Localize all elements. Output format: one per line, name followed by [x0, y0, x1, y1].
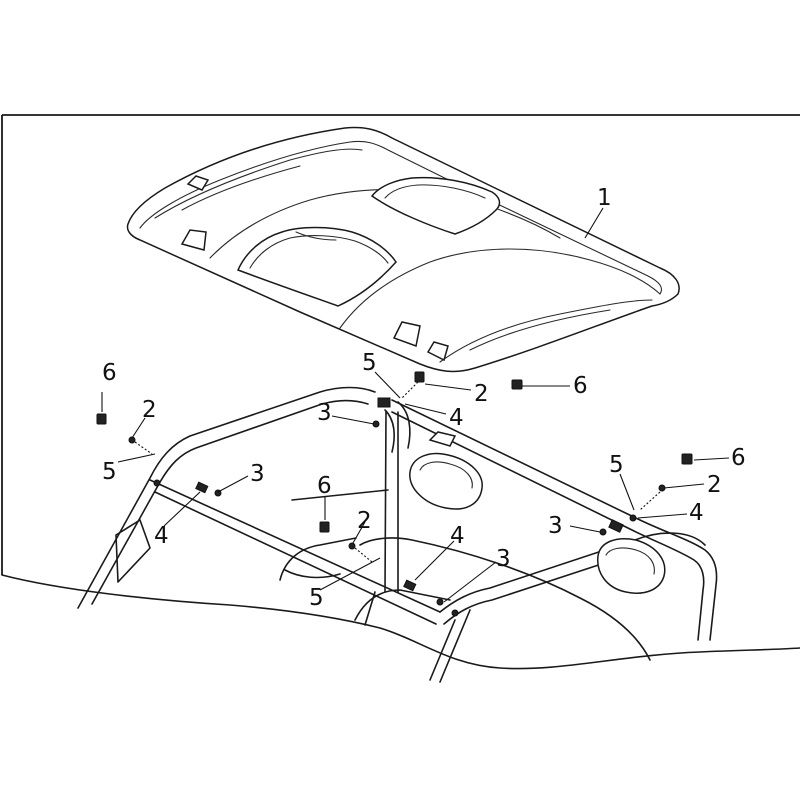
callout-3-right: 3 — [548, 513, 563, 539]
diagram-frame — [1, 114, 800, 670]
callout-roof-1: 1 — [597, 185, 612, 211]
hardware-parts — [96, 371, 693, 563]
callout-3-center: 3 — [496, 546, 511, 572]
callout-4-center: 4 — [450, 523, 465, 549]
callout-6-center: 6 — [317, 473, 332, 499]
callout-4-left: 4 — [154, 523, 169, 549]
callout-3-left: 3 — [250, 461, 265, 487]
callout-6-top: 6 — [573, 373, 588, 399]
callout-2-center: 2 — [357, 508, 372, 534]
callout-2-right: 2 — [707, 472, 722, 498]
callout-5-left: 5 — [102, 459, 117, 485]
callout-5-top: 5 — [362, 350, 377, 376]
callout-5-right: 5 — [609, 452, 624, 478]
callout-6-left: 6 — [102, 360, 117, 386]
callout-3-top: 3 — [317, 400, 332, 426]
callout-2-left: 2 — [142, 397, 157, 423]
callout-2-top: 2 — [474, 381, 489, 407]
callout-labels: 1 6 2 5 5 2 6 3 4 3 4 6 2 5 4 3 5 6 2 4 … — [102, 185, 746, 611]
roof-panel — [126, 126, 680, 373]
callout-4-right: 4 — [689, 500, 704, 526]
callout-6-right: 6 — [731, 445, 746, 471]
callout-leaders — [101, 207, 730, 603]
callout-5-center: 5 — [309, 585, 324, 611]
callout-4-top: 4 — [449, 405, 464, 431]
roll-cage — [77, 386, 718, 683]
